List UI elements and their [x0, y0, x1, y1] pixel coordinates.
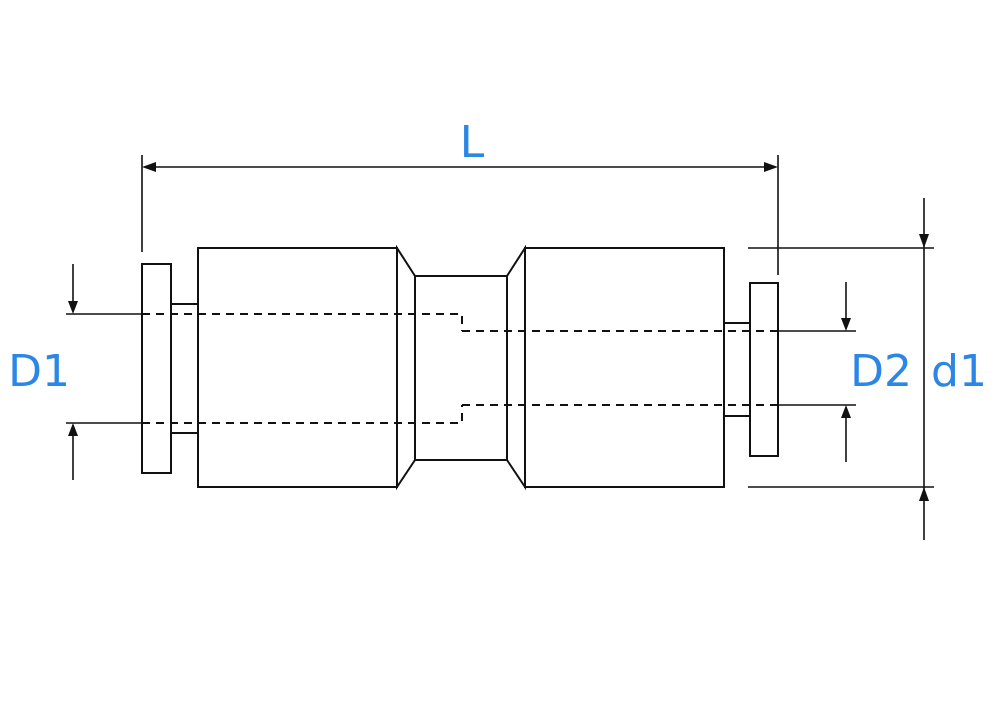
- right-collet-ring: [749, 282, 779, 457]
- bore-right-label: D2: [850, 346, 912, 397]
- part-outline: [141, 244, 779, 491]
- dimension-bore-right: D2: [778, 282, 912, 462]
- dimension-bore-left: D1: [8, 264, 142, 480]
- arrowhead: [919, 234, 929, 248]
- dimension-length: L: [141, 117, 779, 275]
- dimension-outer-diameter: d1: [748, 198, 987, 540]
- arrowhead: [68, 301, 78, 314]
- length-label: L: [460, 117, 485, 168]
- outer-diameter-label: d1: [931, 346, 987, 397]
- center-waist: [414, 275, 508, 461]
- arrowhead: [68, 423, 78, 436]
- right-chamfer: [506, 244, 526, 491]
- arrowhead: [919, 487, 929, 501]
- hidden-bore-lines: [142, 313, 778, 424]
- right-body: [524, 247, 725, 488]
- arrowhead: [841, 318, 851, 331]
- arrowhead: [142, 162, 156, 172]
- left-body: [197, 247, 398, 488]
- arrowhead: [764, 162, 778, 172]
- left-chamfer: [396, 244, 416, 491]
- right-collet-neck: [723, 322, 751, 417]
- left-collet-ring: [141, 263, 172, 474]
- bore-left-label: D1: [8, 346, 70, 397]
- left-collet-neck: [170, 303, 199, 434]
- arrowhead: [841, 405, 851, 418]
